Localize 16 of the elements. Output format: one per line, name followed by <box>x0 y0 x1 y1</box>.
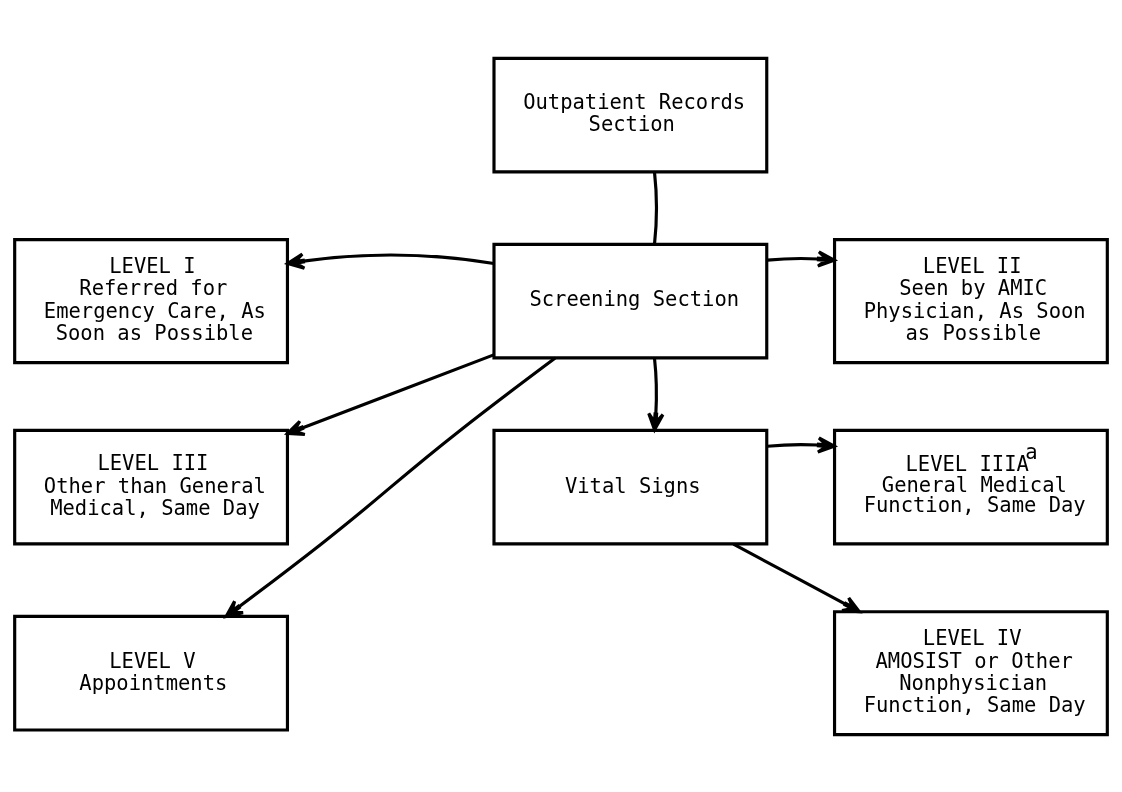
node-box: Vital Signs <box>492 428 769 545</box>
arrow <box>767 249 836 268</box>
arrow <box>285 352 495 436</box>
node-box: LEVEL III Other than General Medical, Same Day <box>13 428 290 545</box>
node-box: LEVEL II Seen by AMIC Physician, As Soon as Possible <box>832 237 1109 364</box>
node-box: LEVEL V Appointments <box>13 614 290 732</box>
node-box: Screening Section <box>492 242 769 359</box>
arrow <box>286 252 495 270</box>
node-box: LEVEL I Referred for Emergency Care, As Soon as Possible <box>13 237 290 364</box>
arrow <box>647 357 665 431</box>
node-box: Outpatient Records Section <box>492 56 769 173</box>
arrow <box>767 435 836 454</box>
node-box: LEVEL IV AMOSIST or Other Nonphysician Function, Same Day <box>832 609 1109 736</box>
connector <box>652 171 658 244</box>
arrow <box>224 356 557 618</box>
arrow <box>732 542 861 613</box>
